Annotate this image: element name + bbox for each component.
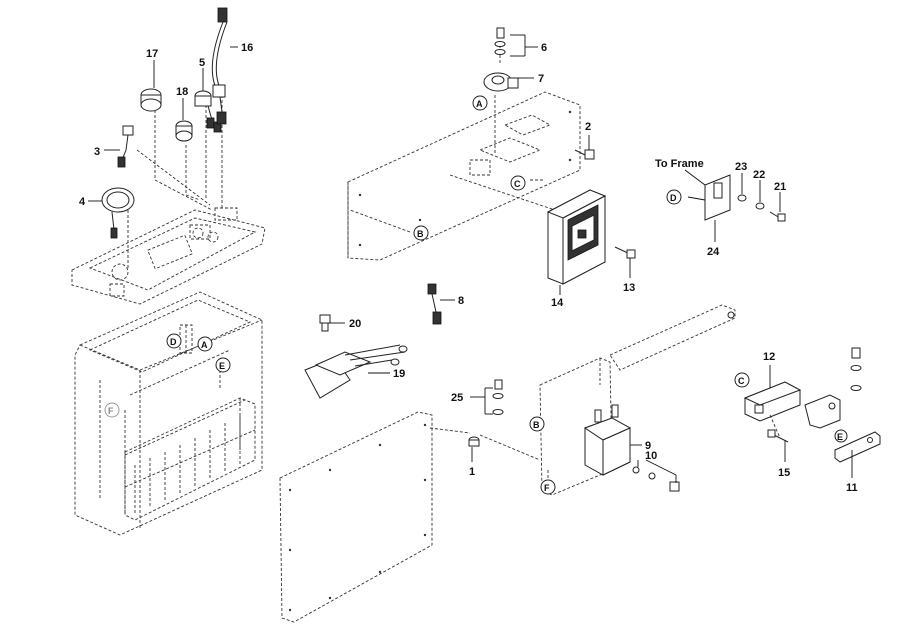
- callout-9: 9: [645, 440, 651, 452]
- callout-circle-c-right: C: [734, 372, 750, 388]
- callout-circle-d-right: D: [666, 189, 682, 205]
- callout-16: 16: [241, 42, 253, 54]
- cover-panel: [279, 411, 471, 623]
- control-panel-tray: [71, 95, 266, 305]
- callout-circle-b-top: B: [413, 225, 429, 241]
- grommet-large: [140, 88, 162, 112]
- screw-20: [319, 314, 331, 332]
- callout-1: 1: [469, 466, 475, 478]
- callout-7: 7: [538, 73, 544, 85]
- callout-24: 24: [707, 246, 720, 258]
- callout-11: 11: [846, 482, 858, 494]
- callout-23: 23: [735, 161, 747, 173]
- callout-3: 3: [94, 146, 100, 158]
- battery-connector-cable: [304, 344, 408, 399]
- callout-5: 5: [199, 57, 205, 69]
- lead-lines: [88, 34, 853, 483]
- callout-4: 4: [79, 196, 86, 208]
- screw-13: [614, 246, 636, 259]
- svg-text:B: B: [417, 229, 424, 239]
- callout-14: 14: [551, 297, 564, 309]
- svg-text:F: F: [544, 483, 550, 493]
- key-switch: [194, 90, 222, 133]
- screw-2: [574, 149, 595, 160]
- callout-circle-e-left: E: [215, 357, 231, 373]
- current-sensor-ring: [483, 72, 519, 92]
- to-frame-label: To Frame: [655, 158, 704, 170]
- svg-text:C: C: [738, 376, 745, 386]
- svg-text:A: A: [201, 340, 208, 350]
- callout-10: 10: [645, 450, 657, 462]
- callout-circle-f-left: F: [104, 402, 120, 418]
- svg-text:C: C: [514, 179, 521, 189]
- indicator-light: [117, 125, 134, 168]
- svg-text:F: F: [108, 406, 114, 416]
- callout-22: 22: [753, 169, 765, 181]
- callout-8: 8: [458, 295, 464, 307]
- svg-text:D: D: [170, 337, 177, 347]
- screw-washer-6: [494, 27, 506, 55]
- callout-15: 15: [778, 467, 790, 479]
- contactor: [583, 404, 680, 492]
- callout-21: 21: [774, 181, 786, 193]
- compartment-box: [74, 291, 263, 536]
- wire-plug-8: [427, 283, 442, 325]
- fuse-holder: [743, 381, 802, 439]
- callout-circle-a-left: A: [197, 336, 213, 352]
- callout-6: 6: [541, 42, 547, 54]
- callout-labels: 1 2 3 4 5 6 7 8 9 10 11 12 13 14 15 16 1…: [79, 42, 858, 494]
- svg-text:B: B: [533, 420, 540, 430]
- callout-12: 12: [763, 351, 775, 363]
- callout-circle-b-right: B: [529, 416, 545, 432]
- callout-circle-d-left: D: [166, 333, 182, 349]
- grommet-medium: [175, 120, 193, 142]
- fuse-link: [804, 394, 841, 429]
- callout-19: 19: [393, 368, 405, 380]
- callout-18: 18: [176, 86, 188, 98]
- screw-washer-25: [492, 379, 504, 415]
- svg-text:E: E: [837, 432, 843, 442]
- hour-meter-gauge: [101, 187, 135, 239]
- callout-17: 17: [146, 48, 158, 60]
- bus-bar-11: [834, 431, 881, 463]
- svg-text:D: D: [670, 193, 677, 203]
- letter-callouts: A A B B C C D D: [104, 95, 848, 495]
- callout-2: 2: [585, 121, 591, 133]
- callout-circle-f-bottom: F: [540, 479, 556, 495]
- screw-washer-right: [850, 347, 862, 391]
- mounting-plate: [347, 45, 581, 261]
- svg-text:E: E: [219, 361, 225, 371]
- callout-circle-e-right: E: [834, 429, 848, 443]
- callout-13: 13: [623, 282, 635, 294]
- svg-text:A: A: [476, 99, 483, 109]
- callout-25: 25: [451, 392, 463, 404]
- callout-circle-c-top: C: [510, 175, 526, 191]
- wire-harness-16: [211, 7, 228, 125]
- callout-circle-a-top: A: [472, 95, 488, 111]
- motor-controller: [546, 189, 607, 285]
- frame-bracket: [687, 174, 786, 222]
- screw-1: [468, 436, 480, 447]
- callout-20: 20: [349, 318, 361, 330]
